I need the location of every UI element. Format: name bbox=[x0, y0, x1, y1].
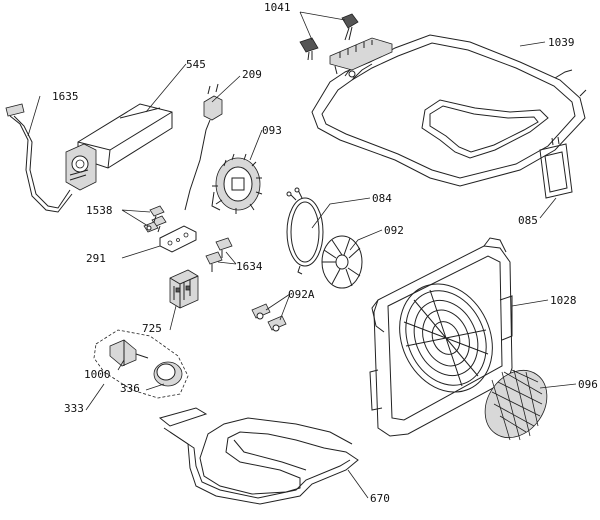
terminal-clip-icon bbox=[143, 205, 167, 233]
label-725: 725 bbox=[142, 322, 162, 335]
circular-element-icon bbox=[286, 187, 324, 275]
bottom-heating-element-icon bbox=[158, 407, 359, 505]
label-096: 096 bbox=[578, 378, 598, 391]
gasket-plate-icon bbox=[539, 136, 573, 199]
label-333: 333 bbox=[64, 402, 84, 415]
fan-blade-icon bbox=[321, 235, 363, 289]
top-heating-element-icon bbox=[311, 34, 587, 187]
cable-harness-icon bbox=[5, 103, 73, 213]
label-1634: 291 bbox=[86, 252, 106, 265]
tangential-fan-icon bbox=[65, 103, 173, 191]
label-1028: 1028 bbox=[550, 294, 577, 307]
label-1635: 1635 bbox=[52, 90, 79, 103]
label-1538: 1538 bbox=[86, 204, 113, 217]
screw-icon bbox=[299, 13, 393, 79]
terminal-block-icon bbox=[169, 269, 199, 309]
part-labels: 1041 1039 545 209 1635 093 1538 084 085 … bbox=[52, 1, 598, 505]
leader-lines bbox=[27, 11, 577, 499]
thermostat-icon bbox=[251, 303, 287, 332]
label-084: 084 bbox=[372, 192, 392, 205]
label-092: 1634 bbox=[236, 260, 263, 273]
label-1000: 1000 bbox=[84, 368, 111, 381]
label-545: 545 bbox=[186, 58, 206, 71]
mounting-bracket-icon bbox=[159, 225, 197, 253]
label-291: 085 bbox=[518, 214, 538, 227]
lamp-holder-icon bbox=[109, 339, 149, 367]
label-1041: 1041 bbox=[264, 1, 291, 14]
label-209: 209 bbox=[242, 68, 262, 81]
label-670: 670 bbox=[370, 492, 390, 505]
label-336: 336 bbox=[120, 382, 140, 395]
lamp-assembly-icon bbox=[93, 329, 189, 399]
grease-filter-icon bbox=[484, 369, 548, 441]
connector-icon bbox=[205, 237, 233, 272]
lamp-glass-icon bbox=[153, 361, 183, 387]
label-092A: 092A bbox=[288, 288, 315, 301]
power-plug-icon bbox=[184, 83, 223, 211]
label-1039: 1039 bbox=[548, 36, 575, 49]
fan-motor-icon bbox=[211, 153, 263, 214]
label-085: 092 bbox=[384, 224, 404, 237]
label-093: 093 bbox=[262, 124, 282, 137]
